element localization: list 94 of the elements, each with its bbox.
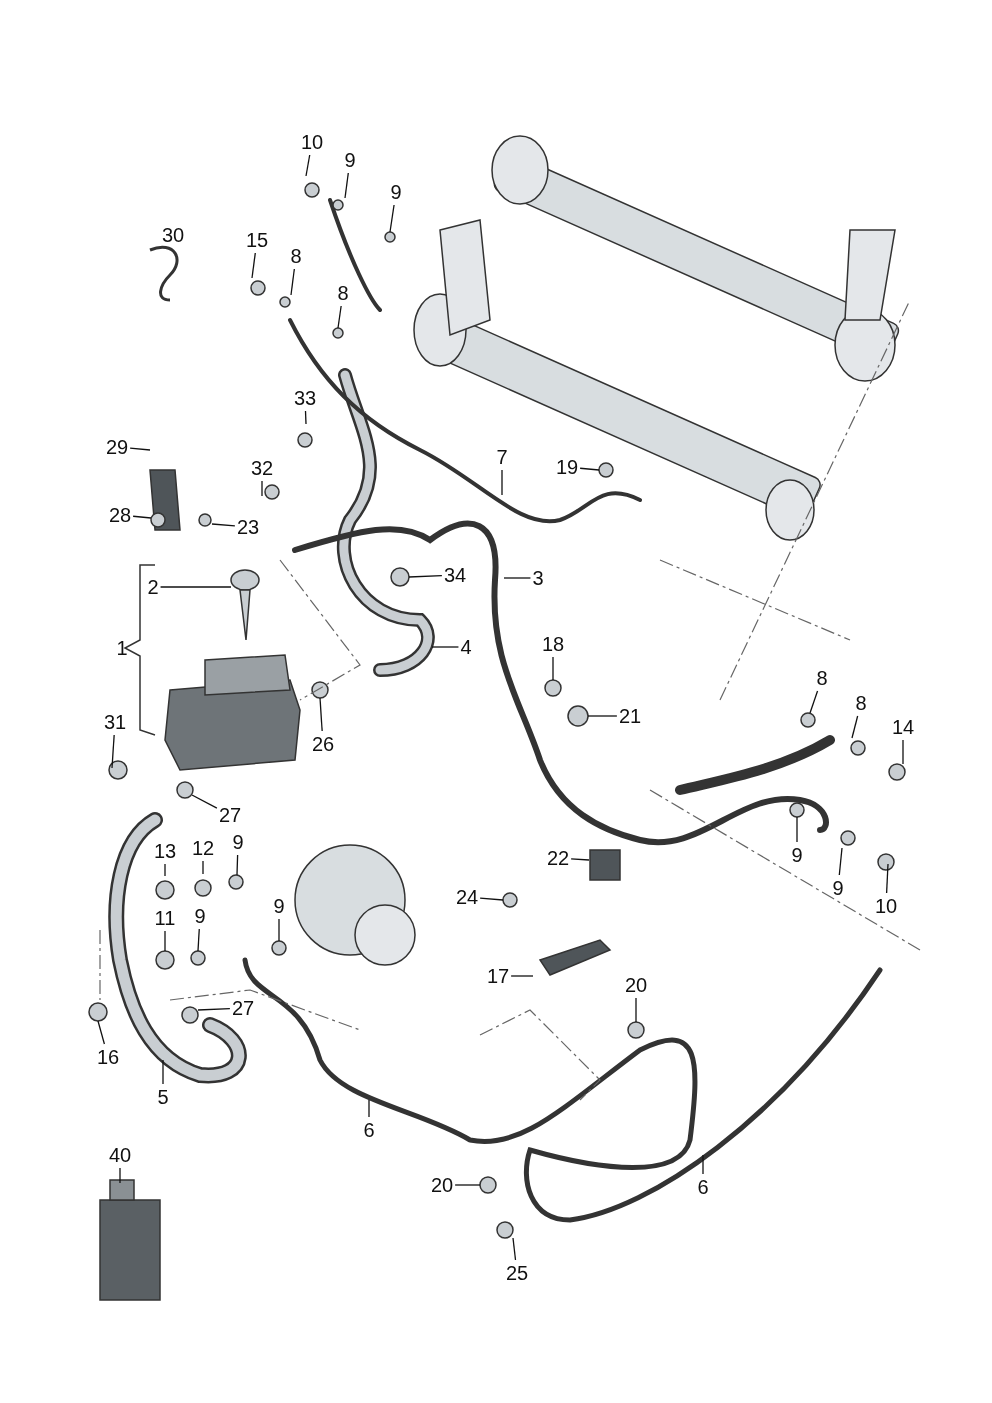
leader-line bbox=[202, 860, 204, 875]
callout-number: 7 bbox=[496, 446, 508, 468]
leader-line bbox=[337, 305, 342, 329]
leader-line bbox=[479, 897, 504, 901]
callout-number: 16 bbox=[96, 1046, 120, 1068]
leader-line bbox=[851, 715, 859, 739]
callout-number: 17 bbox=[486, 965, 510, 987]
callout-number: 6 bbox=[363, 1119, 375, 1141]
leader-line bbox=[305, 154, 311, 177]
callout-number: 24 bbox=[455, 886, 479, 908]
leader-line bbox=[838, 847, 843, 876]
leader-line bbox=[119, 1167, 121, 1184]
callout-number: 9 bbox=[273, 895, 285, 917]
leader-line bbox=[552, 656, 554, 681]
callout-number: 33 bbox=[293, 387, 317, 409]
leader-line bbox=[579, 467, 600, 471]
callout-number: 29 bbox=[105, 436, 129, 458]
leader-line bbox=[454, 1184, 481, 1186]
leader-line bbox=[97, 1020, 106, 1045]
callout-number: 3 bbox=[532, 567, 544, 589]
callout-number: 12 bbox=[191, 837, 215, 859]
leader-line bbox=[902, 739, 904, 765]
callout-number: 9 bbox=[791, 844, 803, 866]
leader-line bbox=[132, 515, 152, 519]
callout-number: 30 bbox=[161, 224, 185, 246]
callout-number: 2 bbox=[147, 576, 159, 598]
leader-line bbox=[503, 577, 532, 579]
leader-line bbox=[236, 854, 239, 876]
callout-number: 8 bbox=[855, 692, 867, 714]
leader-line bbox=[261, 480, 263, 497]
callout-number: 14 bbox=[891, 716, 915, 738]
callout-number: 9 bbox=[832, 877, 844, 899]
leader-line bbox=[796, 816, 798, 843]
leader-line bbox=[635, 997, 637, 1023]
callout-number: 32 bbox=[250, 457, 274, 479]
callout-number: 40 bbox=[108, 1144, 132, 1166]
callout-number: 26 bbox=[311, 733, 335, 755]
callout-number: 20 bbox=[430, 1174, 454, 1196]
leader-line bbox=[111, 734, 115, 769]
callout-number: 25 bbox=[505, 1262, 529, 1284]
callout-number: 28 bbox=[108, 504, 132, 526]
callout-number: 18 bbox=[541, 633, 565, 655]
leader-line bbox=[304, 410, 307, 425]
leader-line bbox=[501, 469, 503, 496]
leader-line bbox=[809, 690, 819, 714]
callout-number: 10 bbox=[300, 131, 324, 153]
leader-line bbox=[389, 204, 395, 233]
leader-line bbox=[408, 574, 443, 578]
leader-line bbox=[431, 646, 460, 648]
callout-number: 20 bbox=[624, 974, 648, 996]
callout-number: 13 bbox=[153, 840, 177, 862]
leader-line bbox=[344, 172, 349, 199]
callout-number: 8 bbox=[337, 282, 349, 304]
leader-line bbox=[159, 586, 232, 588]
callout-number: 8 bbox=[816, 667, 828, 689]
leader-line bbox=[191, 794, 218, 809]
leader-line bbox=[587, 715, 618, 717]
leader-line bbox=[512, 1237, 517, 1261]
leader-line bbox=[197, 1007, 231, 1011]
callout-number: 9 bbox=[390, 181, 402, 203]
callout-number: 9 bbox=[344, 149, 356, 171]
callout-number: 9 bbox=[194, 905, 206, 927]
callout-number: 34 bbox=[443, 564, 467, 586]
leader-line bbox=[129, 447, 151, 451]
leader-line bbox=[570, 858, 590, 861]
callout-number: 31 bbox=[103, 711, 127, 733]
callout-number: 9 bbox=[232, 831, 244, 853]
callout-number: 6 bbox=[697, 1176, 709, 1198]
callout-number: 8 bbox=[290, 245, 302, 267]
leader-line bbox=[510, 975, 534, 977]
leader-line bbox=[885, 863, 889, 894]
callout-number: 5 bbox=[157, 1086, 169, 1108]
callout-number: 22 bbox=[546, 847, 570, 869]
leader-line bbox=[197, 928, 200, 952]
leader-line bbox=[290, 268, 295, 296]
callout-number: 27 bbox=[218, 804, 242, 826]
leader-line bbox=[319, 697, 323, 732]
leader-line bbox=[164, 930, 166, 952]
leader-line bbox=[251, 252, 256, 279]
leader-line bbox=[278, 918, 280, 942]
leader-line bbox=[702, 1154, 704, 1175]
callout-number: 21 bbox=[618, 705, 642, 727]
callout-number: 10 bbox=[874, 895, 898, 917]
callout-number: 23 bbox=[236, 516, 260, 538]
leader-line bbox=[368, 1099, 370, 1118]
callout-number: 27 bbox=[231, 997, 255, 1019]
leader-line bbox=[164, 863, 166, 877]
callout-number: 19 bbox=[555, 456, 579, 478]
callout-number: 1 bbox=[116, 637, 128, 659]
callout-number: 15 bbox=[245, 229, 269, 251]
callout-number: 11 bbox=[154, 907, 176, 929]
leader-line bbox=[211, 523, 236, 527]
leader-line bbox=[162, 1059, 164, 1085]
callout-number: 4 bbox=[460, 636, 472, 658]
